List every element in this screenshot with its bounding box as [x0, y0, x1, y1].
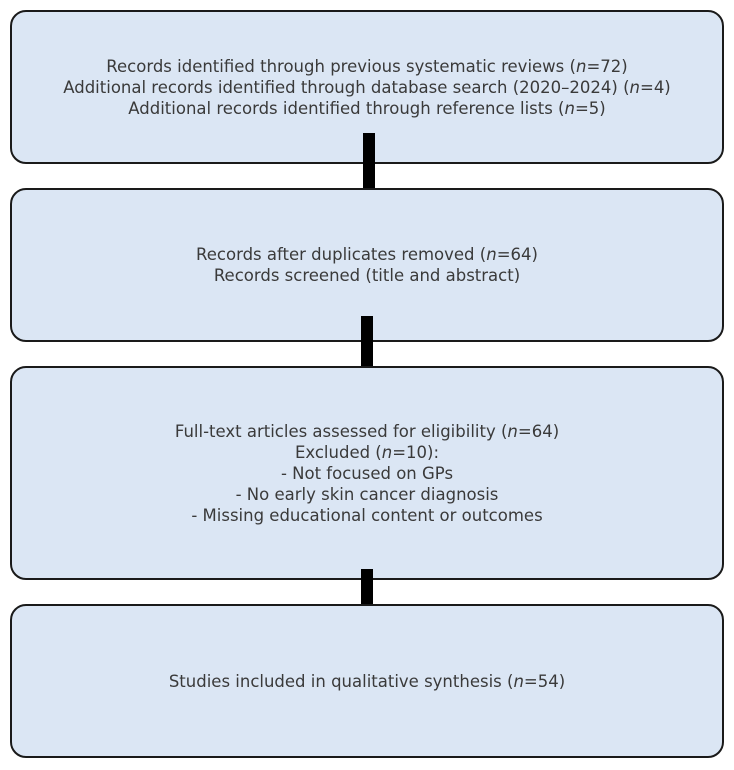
box-line: Records after duplicates removed (n=64) — [196, 245, 538, 264]
box-line: Studies included in qualitative synthesi… — [168, 671, 566, 691]
exclusion-reason: - Missing educational content or outcome… — [191, 505, 543, 525]
exclusion-reason: - No early skin cancer diagnosis — [235, 484, 499, 504]
box-line: Full-text articles assessed for eligibil… — [174, 421, 560, 441]
eligibility-assessment-box: Full-text articles assessed for eligibil… — [10, 366, 724, 580]
exclusion-reason: - Not focused on GPs — [280, 463, 454, 483]
down-arrow-icon — [354, 316, 380, 402]
box-line: Records identified through previous syst… — [106, 56, 628, 76]
box-line: Additional records identified through da… — [63, 77, 671, 97]
down-arrow-icon — [356, 133, 382, 219]
box-line: Additional records identified through re… — [128, 98, 606, 118]
studies-included-box: Studies included in qualitative synthesi… — [10, 604, 724, 758]
box-line: Records screened (title and abstract) — [213, 266, 521, 285]
box-line: Excluded (n=10): — [294, 442, 440, 462]
